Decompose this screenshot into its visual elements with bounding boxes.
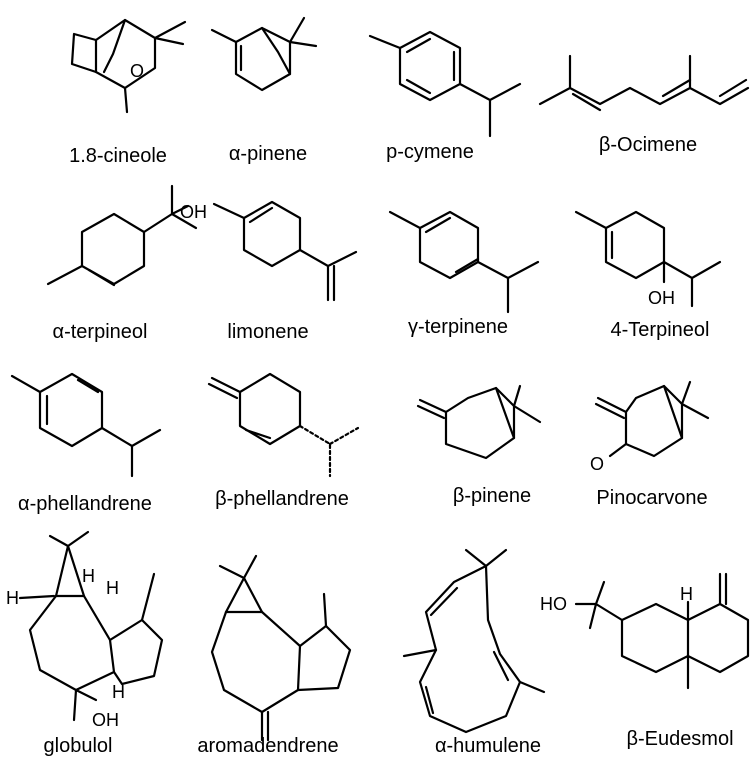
molecule-beta-ocimene: β-Ocimene (538, 54, 750, 156)
oxygen-atom: O (130, 61, 144, 81)
molecule-gamma-terpinene: γ-terpinene (388, 210, 540, 338)
label-beta-phellandrene: β-phellandrene (215, 488, 349, 510)
label-p-cymene: p-cymene (386, 141, 474, 163)
label-4-terpineol: 4-Terpineol (611, 319, 710, 341)
molecule-beta-eudesmol: HO H β-Eudesmol (540, 572, 750, 750)
molecule-p-cymene: p-cymene (368, 30, 522, 163)
molecule-cineole: O 1.8-cineole (69, 18, 187, 167)
label-pinocarvone: Pinocarvone (596, 487, 707, 509)
molecule-pinocarvone: O Pinocarvone (590, 380, 710, 509)
label-aromadendrene: aromadendrene (197, 735, 338, 757)
label-beta-eudesmol: β-Eudesmol (626, 728, 733, 750)
molecule-alpha-pinene: α-pinene (210, 16, 318, 165)
hydroxyl-group: OH (92, 710, 119, 730)
label-alpha-phellandrene: α-phellandrene (18, 493, 152, 515)
label-limonene: limonene (227, 321, 308, 343)
hydrogen-atom: H (112, 682, 125, 702)
hydrogen-atom: H (82, 566, 95, 586)
label-alpha-humulene: α-humulene (435, 735, 541, 757)
label-alpha-terpineol: α-terpineol (53, 321, 148, 343)
oxygen-atom: O (590, 454, 604, 474)
label-beta-ocimene: β-Ocimene (599, 134, 697, 156)
molecule-limonene: limonene (212, 200, 358, 343)
hydroxyl-group: HO (540, 594, 567, 614)
molecule-globulol: H H H H OH globulol (6, 530, 164, 757)
molecule-alpha-terpineol: OH α-terpineol (46, 184, 207, 343)
molecule-alpha-humulene: α-humulene (402, 548, 546, 757)
molecule-4-terpineol: OH 4-Terpineol (574, 210, 722, 341)
hydrogen-atom: H (680, 584, 693, 604)
label-cineole: 1.8-cineole (69, 145, 167, 167)
label-globulol: globulol (44, 735, 113, 757)
hydrogen-atom: H (106, 578, 119, 598)
label-beta-pinene: β-pinene (453, 485, 531, 507)
hydrogen-atom: H (6, 588, 19, 608)
label-alpha-pinene: α-pinene (229, 143, 307, 165)
hydroxyl-group: OH (648, 288, 675, 308)
molecule-beta-phellandrene: β-phellandrene (207, 372, 360, 510)
molecule-aromadendrene: aromadendrene (197, 554, 352, 757)
molecule-alpha-phellandrene: α-phellandrene (10, 372, 162, 515)
label-gamma-terpinene: γ-terpinene (408, 316, 508, 338)
hydroxyl-group: OH (180, 202, 207, 222)
molecule-beta-pinene: β-pinene (416, 384, 542, 507)
